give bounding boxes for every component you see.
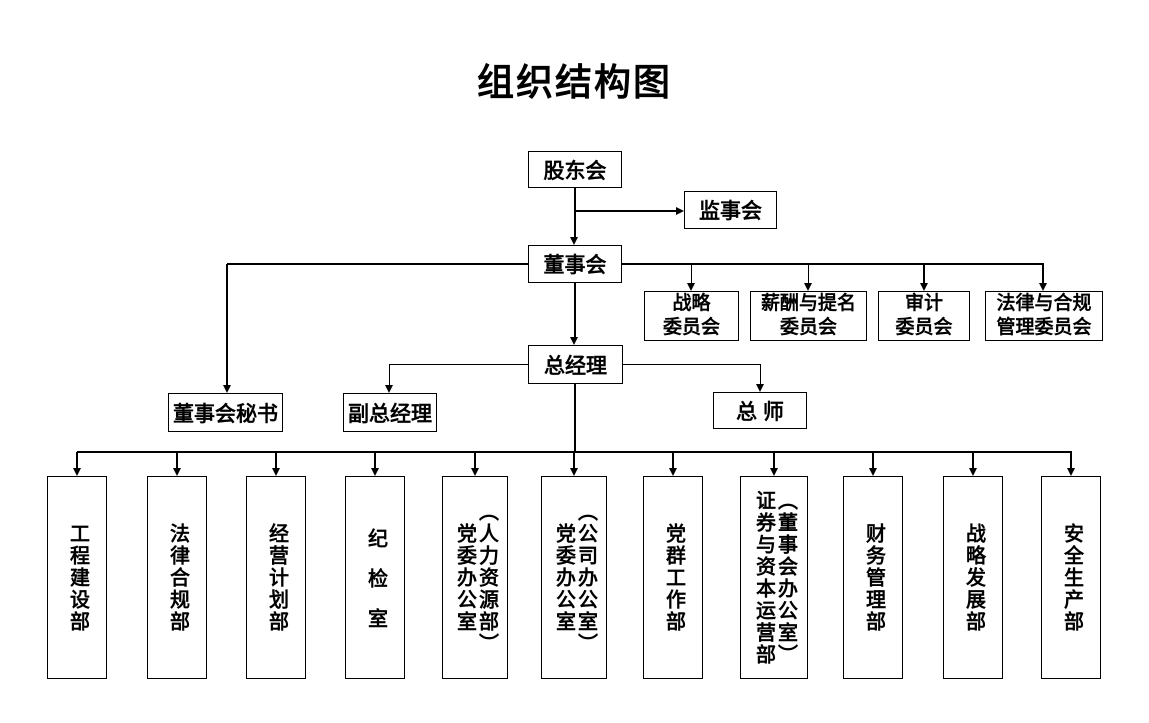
node-supervisory-board: 监事会 <box>684 191 777 229</box>
committee-label: 审计 <box>904 293 943 314</box>
department-box-10: 战略发展部 <box>943 476 1003 679</box>
department-label: 财务管理部 <box>862 522 885 633</box>
arrowhead-department-7 <box>668 468 677 476</box>
department-label: 纪检室 <box>364 527 387 648</box>
arrowhead-gm <box>570 337 578 345</box>
arrowhead-supervisory <box>676 206 684 215</box>
connector-board-gm <box>574 283 576 339</box>
connector-gm-deputy-v <box>388 364 390 386</box>
committee-box-audit: 审计 委员会 <box>878 291 970 341</box>
committee-label: 管理委员会 <box>996 317 1092 338</box>
department-label: （人力资源部） <box>475 500 498 655</box>
committee-box-remuneration-nomination: 薪酬与提名 委员会 <box>750 291 867 341</box>
connector-department-6 <box>573 452 575 469</box>
department-box-9: 财务管理部 <box>843 476 903 679</box>
diagram-title: 组织结构图 <box>477 62 672 103</box>
connector-board-committees <box>622 263 1044 265</box>
department-label: 工程建设部 <box>66 522 89 633</box>
arrowhead-department-5 <box>470 468 479 476</box>
arrowhead-committee-1 <box>687 283 695 291</box>
arrowhead-department-11 <box>1066 468 1075 476</box>
arrowhead-department-2 <box>172 468 181 476</box>
department-label: 证券与资本运营部 <box>752 489 775 666</box>
department-box-4: 纪检室 <box>345 476 405 679</box>
connector-department-10 <box>972 452 974 469</box>
arrowhead-department-6 <box>569 468 578 476</box>
department-box-7: 党群工作部 <box>643 476 703 679</box>
connector-department-1 <box>76 452 78 469</box>
connector-board-secretary-v <box>226 264 228 386</box>
committee-label: 委员会 <box>779 317 837 338</box>
connector-department-3 <box>275 452 277 469</box>
department-box-5: 党委办公室（人力资源部） <box>442 476 508 679</box>
department-box-11: 安全生产部 <box>1041 476 1101 679</box>
department-label: 安全生产部 <box>1060 522 1083 633</box>
connector-department-7 <box>672 452 674 469</box>
arrowhead-board-secretary <box>222 385 231 393</box>
department-label: （公司办公室） <box>574 500 597 655</box>
arrowhead-department-10 <box>968 468 977 476</box>
node-chief-engineer: 总 师 <box>713 392 807 429</box>
connector-board-secretary-h <box>226 263 529 265</box>
connector-committee-3 <box>923 264 925 284</box>
department-label: 党委办公室 <box>552 522 575 633</box>
node-board-of-directors: 董事会 <box>528 245 622 283</box>
connector-department-9 <box>872 452 874 469</box>
node-general-manager: 总经理 <box>528 345 623 384</box>
department-label: 战略发展部 <box>962 522 985 633</box>
committee-label: 战略 <box>672 293 711 314</box>
connector-shareholders-board <box>574 188 576 240</box>
committee-label: 法律与合规 <box>996 293 1092 314</box>
arrowhead-committee-3 <box>919 283 928 291</box>
arrowhead-board <box>570 237 578 245</box>
connector-shareholders-supervisory <box>575 210 677 212</box>
connector-department-4 <box>374 452 376 469</box>
department-box-1: 工程建设部 <box>47 476 107 679</box>
connector-department-2 <box>176 452 178 469</box>
connector-gm-deputy-h <box>389 363 528 365</box>
department-label: 党委办公室 <box>453 522 476 633</box>
connector-gm-departments <box>574 384 576 452</box>
node-deputy-general-manager: 副总经理 <box>343 393 437 432</box>
department-box-2: 法律合规部 <box>147 476 207 679</box>
arrowhead-committee-4 <box>1038 283 1047 291</box>
committee-box-legal-compliance: 法律与合规 管理委员会 <box>985 291 1103 341</box>
department-box-8: 证券与资本运营部（董事会办公室） <box>740 476 808 679</box>
arrowhead-deputy-gm <box>384 385 393 393</box>
arrowhead-department-8 <box>769 468 778 476</box>
node-board-secretary: 董事会秘书 <box>168 393 283 432</box>
committee-label: 薪酬与提名 <box>760 293 856 314</box>
arrowhead-department-9 <box>868 468 877 476</box>
committee-label: 委员会 <box>895 317 953 338</box>
arrowhead-department-3 <box>271 468 280 476</box>
committee-label: 委员会 <box>662 317 720 338</box>
connector-department-5 <box>474 452 476 469</box>
connector-committee-4 <box>1042 264 1044 284</box>
arrowhead-chief-engineer <box>755 384 764 392</box>
department-label: 法律合规部 <box>166 522 189 633</box>
connector-department-8 <box>773 452 775 469</box>
department-label: 党群工作部 <box>662 522 685 633</box>
department-box-6: 党委办公室（公司办公室） <box>541 476 607 679</box>
connector-department-11 <box>1070 452 1072 469</box>
department-label: 经营计划部 <box>265 522 288 633</box>
node-shareholders: 股东会 <box>528 151 622 188</box>
arrowhead-department-4 <box>370 468 379 476</box>
connector-gm-chief-v <box>759 364 761 385</box>
connector-committee-1 <box>690 264 693 284</box>
arrowhead-department-1 <box>72 468 81 476</box>
committee-box-strategy: 战略 委员会 <box>644 291 739 341</box>
department-label: （董事会办公室） <box>774 489 797 666</box>
connector-committee-2 <box>807 264 810 284</box>
arrowhead-committee-2 <box>804 283 812 291</box>
department-box-3: 经营计划部 <box>246 476 306 679</box>
connector-gm-chief-h <box>623 363 760 365</box>
